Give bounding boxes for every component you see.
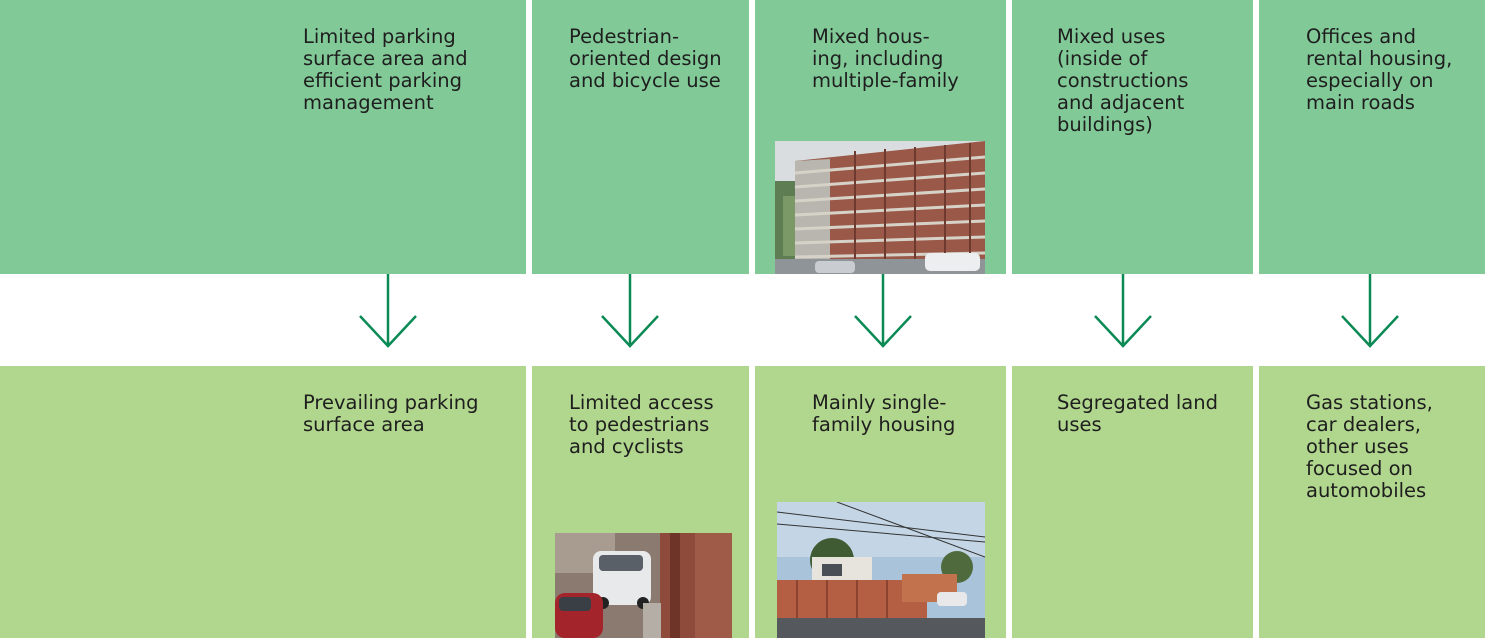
top-cell-parking: Limited parking surface area and efficie… <box>0 0 526 274</box>
top-label-housing: Mixed hous- ing, including multiple-fami… <box>812 25 959 92</box>
bottom-cell-pedestrian: Limited access to pedestrians and cyclis… <box>532 366 749 638</box>
single-family-houses-photo <box>777 502 985 638</box>
bottom-cell-segregated: Segregated land uses <box>1012 366 1253 638</box>
top-label-offices: Offices and rental housing, especially o… <box>1306 25 1453 114</box>
bottom-cell-gas-stations: Gas stations, car dealers, other uses fo… <box>1259 366 1485 638</box>
bottom-cell-parking: Prevailing parking surface area <box>0 366 526 638</box>
top-cell-offices: Offices and rental housing, especially o… <box>1259 0 1485 274</box>
bottom-label-parking: Prevailing parking surface area <box>303 391 479 436</box>
down-arrow-icon <box>853 274 913 352</box>
down-arrow-icon <box>600 274 660 352</box>
parked-cars-sidewalk-photo <box>555 533 732 638</box>
top-cell-mixed-uses: Mixed uses (inside of constructions and … <box>1012 0 1253 274</box>
bottom-cell-housing: Mainly single- family housing <box>755 366 1006 638</box>
down-arrow-icon <box>1340 274 1400 352</box>
down-arrow-icon <box>1093 274 1153 352</box>
top-cell-housing: Mixed hous- ing, including multiple-fami… <box>755 0 1006 274</box>
bottom-label-segregated: Segregated land uses <box>1057 391 1218 436</box>
top-row: Limited parking surface area and efficie… <box>0 0 1485 274</box>
bottom-label-gas-stations: Gas stations, car dealers, other uses fo… <box>1306 391 1433 502</box>
top-label-parking: Limited parking surface area and efficie… <box>303 25 468 114</box>
top-cell-pedestrian: Pedestrian- oriented design and bicycle … <box>532 0 749 274</box>
top-label-mixed-uses: Mixed uses (inside of constructions and … <box>1057 25 1189 136</box>
bottom-label-pedestrian: Limited access to pedestrians and cyclis… <box>569 391 714 458</box>
down-arrow-icon <box>358 274 418 352</box>
apartment-building-photo <box>775 141 985 274</box>
bottom-row: Prevailing parking surface area Limited … <box>0 366 1485 638</box>
bottom-label-housing: Mainly single- family housing <box>812 391 956 436</box>
top-label-pedestrian: Pedestrian- oriented design and bicycle … <box>569 25 722 92</box>
